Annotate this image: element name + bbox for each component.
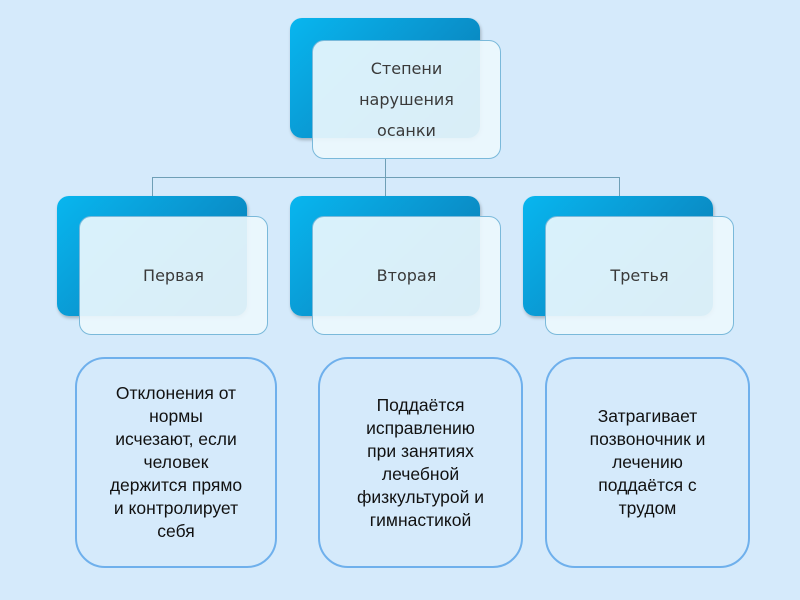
degree-1-label: Первая xyxy=(143,266,204,285)
degree-3-description-text: Затрагивает позвоночник и лечению поддаё… xyxy=(589,406,706,518)
connector-horizontal xyxy=(152,177,620,178)
root-node-label: Степени нарушения осанки xyxy=(359,59,454,140)
degree-2-node: Вторая xyxy=(312,216,501,335)
degree-1-description-text: Отклонения от нормы исчезают, если челов… xyxy=(109,383,243,541)
degree-3-node: Третья xyxy=(545,216,734,335)
degree-1-node: Первая xyxy=(79,216,268,335)
root-node: Степени нарушения осанки xyxy=(312,40,501,159)
degree-2-label: Вторая xyxy=(376,266,437,285)
connector-root-down xyxy=(385,158,386,177)
connector-right xyxy=(619,177,620,196)
degree-2-description-text: Поддаётся исправлению при занятиях лечеб… xyxy=(356,394,485,530)
degree-1-description: Отклонения от нормы исчезают, если челов… xyxy=(75,357,277,568)
degree-3-description: Затрагивает позвоночник и лечению поддаё… xyxy=(545,357,750,568)
degree-2-description: Поддаётся исправлению при занятиях лечеб… xyxy=(318,357,523,568)
connector-middle xyxy=(385,177,386,196)
degree-3-label: Третья xyxy=(610,266,669,285)
connector-left xyxy=(152,177,153,196)
